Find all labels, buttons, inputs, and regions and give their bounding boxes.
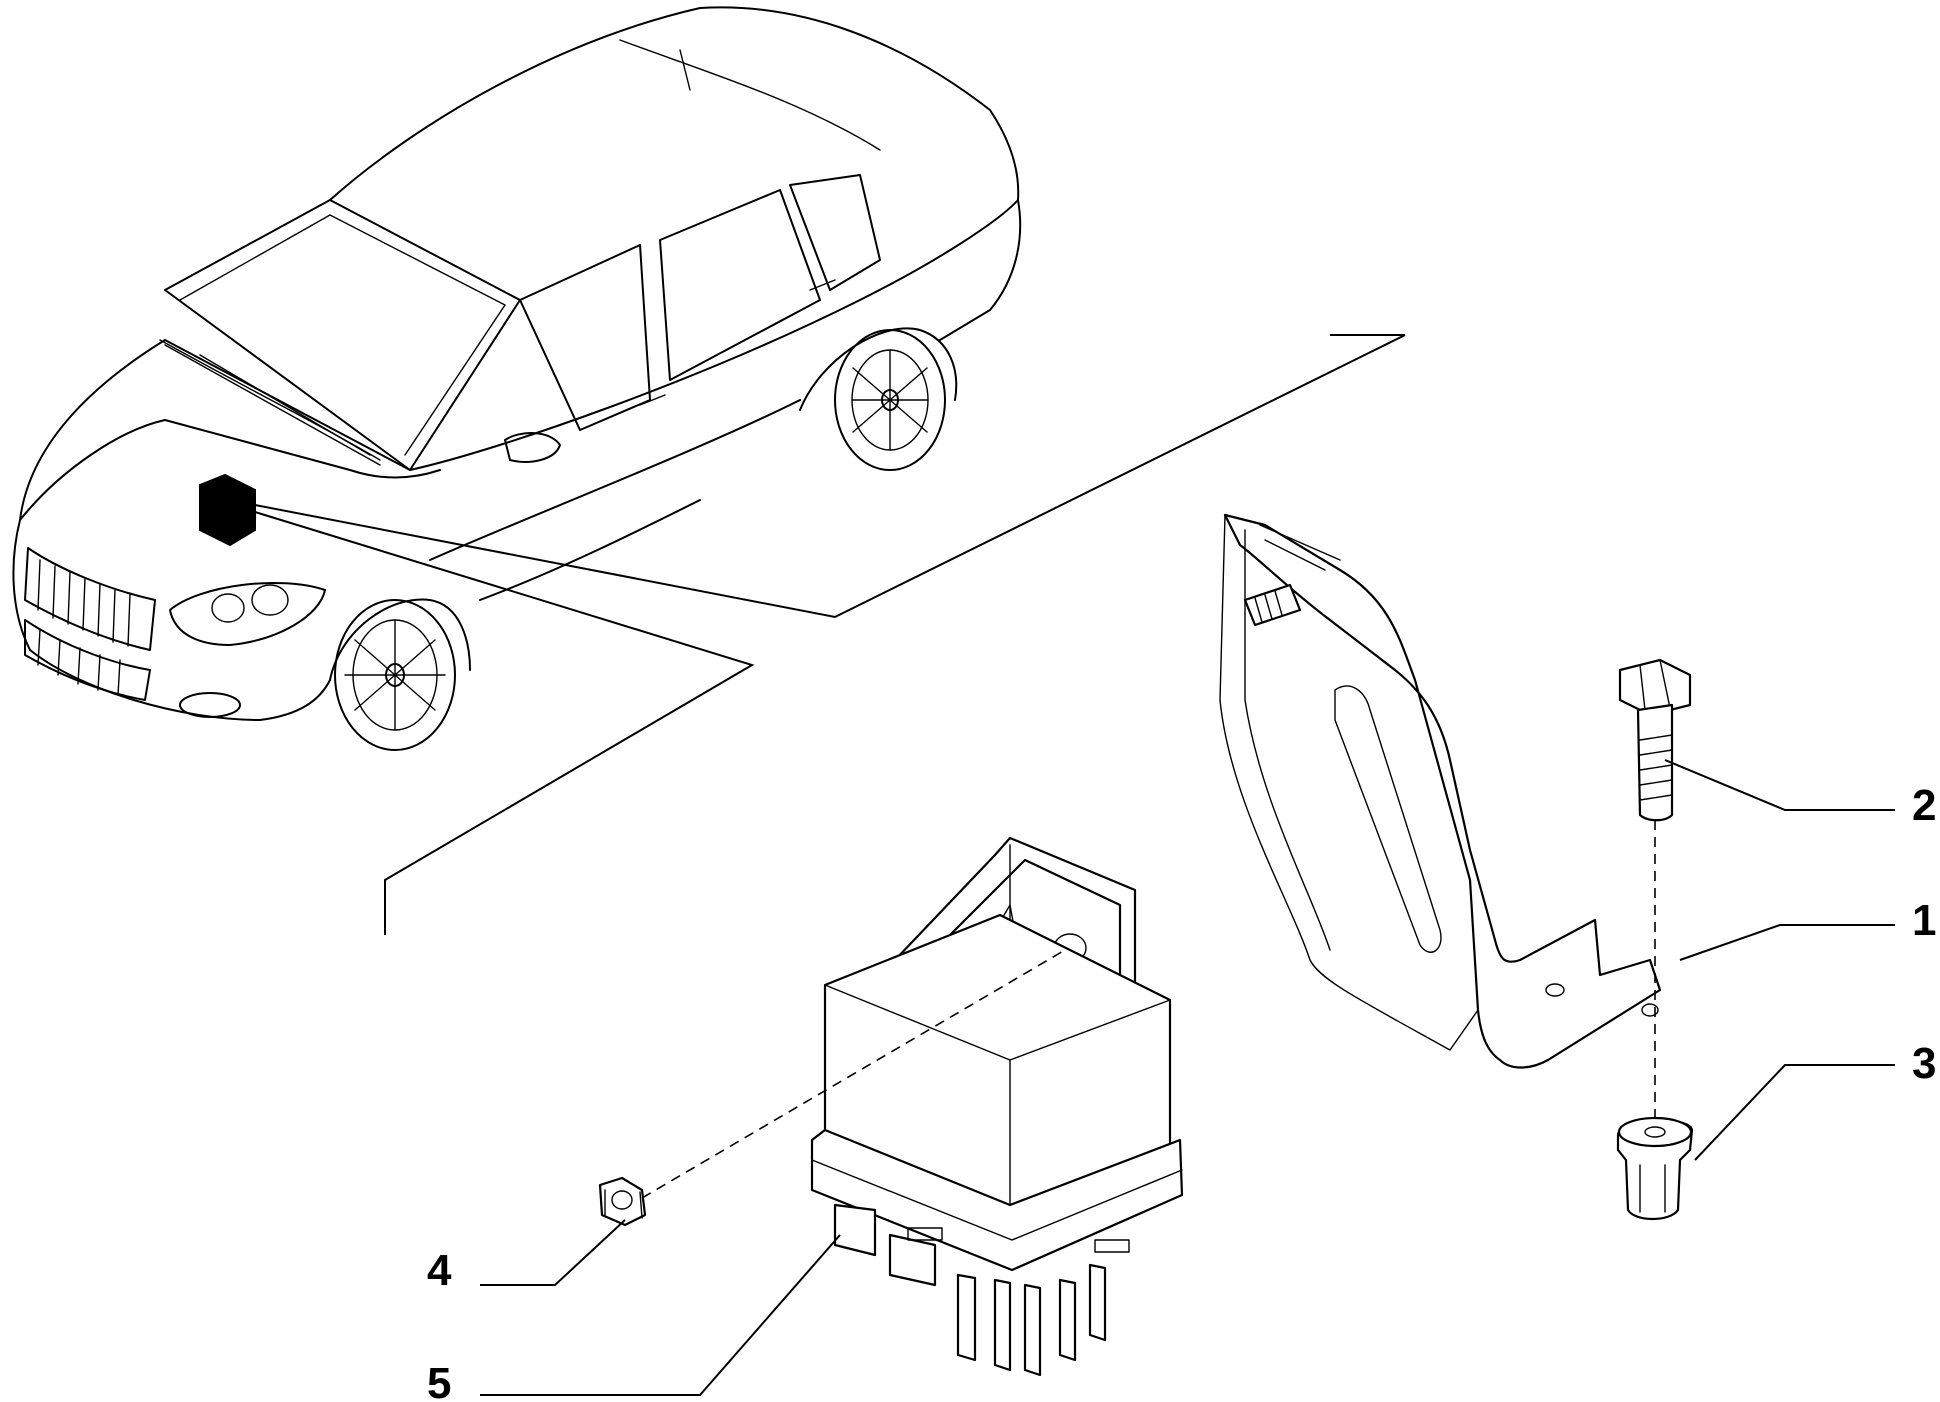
leader-lines <box>480 759 1895 1396</box>
leader-5 <box>480 1234 841 1396</box>
callout-3: 3 <box>1912 1039 1936 1088</box>
hex-nut-icon <box>598 1176 647 1227</box>
leader-3 <box>1694 1064 1895 1161</box>
callout-labels: 2 1 3 4 5 <box>427 781 1936 1402</box>
callout-2: 2 <box>1912 781 1936 830</box>
spacer-icon <box>1616 1116 1694 1221</box>
leader-2 <box>1664 759 1895 811</box>
bracket-icon <box>1219 513 1662 1069</box>
callout-5: 5 <box>427 1359 451 1402</box>
callout-4: 4 <box>427 1246 452 1295</box>
assembly-axis-lines <box>641 820 1656 1199</box>
callout-1: 1 <box>1912 896 1936 945</box>
zoom-guide-lines <box>254 334 1406 935</box>
car-outline-icon <box>12 6 1022 751</box>
bolt-icon <box>1618 658 1692 822</box>
leader-4 <box>480 1219 626 1286</box>
relay-module-icon <box>810 836 1184 1377</box>
relay-location-marker <box>199 473 256 547</box>
leader-1 <box>1679 924 1895 961</box>
